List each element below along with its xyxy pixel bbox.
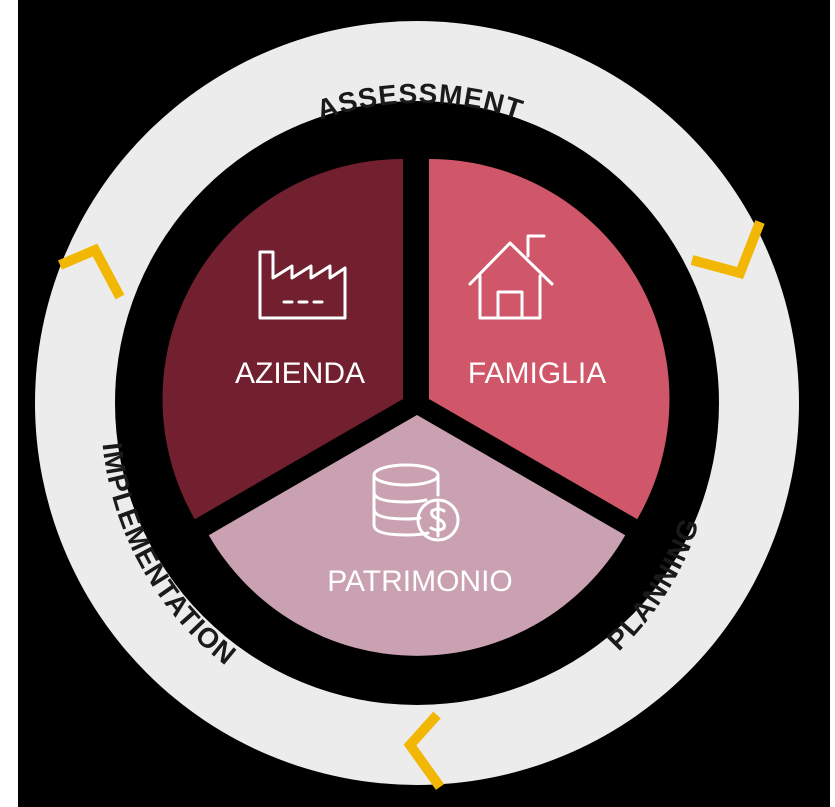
segment-label-patrimonio: PATRIMONIO	[327, 565, 513, 598]
segment-azienda	[162, 158, 403, 520]
segment-famiglia	[429, 158, 670, 520]
arrow-icon	[58, 243, 125, 300]
coins-dollar-icon	[372, 463, 460, 542]
segment-label-famiglia: FAMIGLIA	[468, 357, 606, 390]
house-icon	[468, 234, 554, 320]
factory-icon	[258, 250, 347, 320]
arrow-icon	[403, 711, 445, 790]
segment-label-azienda: AZIENDA	[235, 357, 365, 390]
arrow-icon	[690, 220, 765, 279]
